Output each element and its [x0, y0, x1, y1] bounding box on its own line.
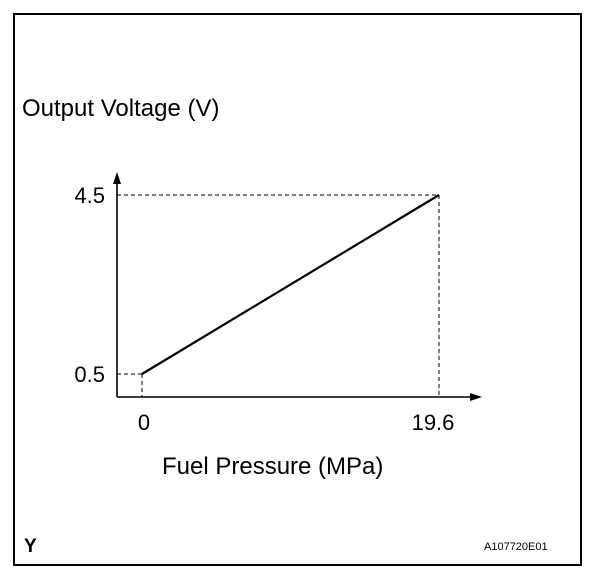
x-axis-arrow — [470, 393, 482, 401]
figure-id: A107720E01 — [484, 541, 548, 553]
y-axis-label: Output Voltage (V) — [22, 95, 220, 122]
x-tick-label: 19.6 — [412, 410, 455, 435]
y-tick-label: 4.5 — [74, 183, 105, 208]
y-tick-label: 0.5 — [74, 362, 105, 387]
y-axis-arrow — [113, 172, 121, 184]
corner-mark: Y — [24, 536, 37, 557]
x-axis-label: Fuel Pressure (MPa) — [162, 453, 384, 480]
x-tick-label: 0 — [138, 410, 150, 435]
figure-frame — [13, 13, 582, 566]
series-line — [141, 194, 440, 375]
